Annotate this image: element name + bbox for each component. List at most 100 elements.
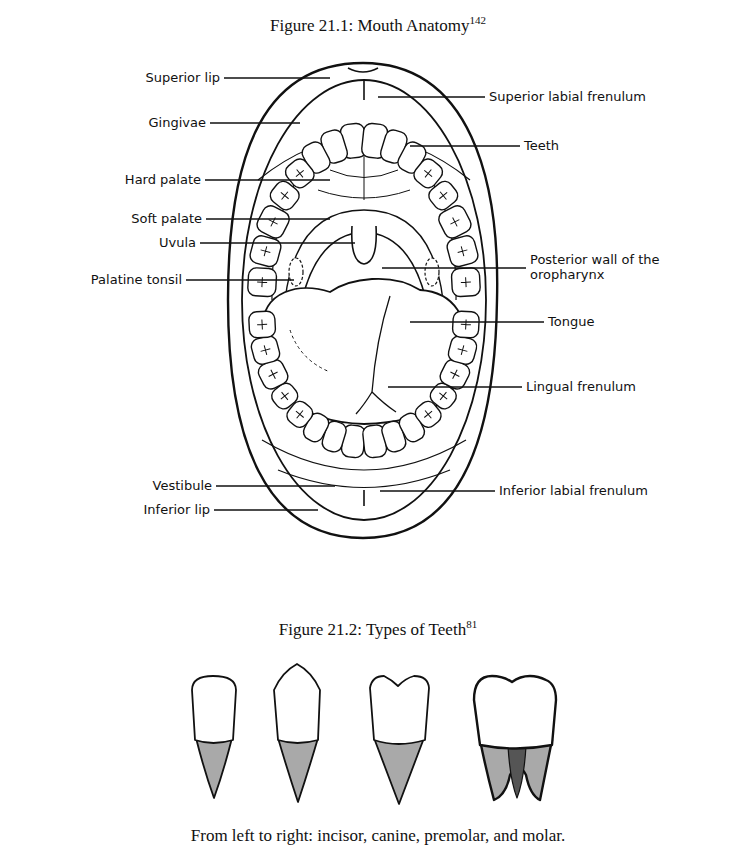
leader-line <box>378 96 485 97</box>
molar-root-gap <box>508 743 526 798</box>
teeth-types <box>192 664 556 804</box>
part-label: Tongue <box>548 315 594 330</box>
teeth-arches <box>247 123 480 459</box>
tooth <box>248 311 275 338</box>
reference-number: 81 <box>466 618 477 630</box>
leader-line <box>186 279 294 280</box>
palate-outline <box>272 140 456 300</box>
tooth-cusp <box>259 245 271 257</box>
leader-line <box>205 179 330 180</box>
figure-heading: Figure 21.2: Types of Teeth81 <box>0 620 756 640</box>
lip-outline <box>228 63 497 538</box>
tooth-cusp <box>293 407 307 421</box>
tooth-cusp <box>436 189 450 203</box>
palate-raphe <box>364 150 365 200</box>
tooth-cusp <box>259 344 271 356</box>
premolar-crown <box>370 676 429 744</box>
canine-crown <box>274 664 320 743</box>
mouth-drawing <box>228 63 497 538</box>
inferior-frenulum <box>363 490 365 506</box>
part-label: Superior labial frenulum <box>489 90 646 105</box>
tooth-cusp <box>421 407 435 421</box>
part-label: Vestibule <box>153 479 212 494</box>
leader-line <box>224 77 330 78</box>
part-label: Soft palate <box>131 212 202 227</box>
tooth-cusp <box>278 189 292 203</box>
part-label: Inferior lip <box>143 503 210 518</box>
tooth-crown <box>445 234 479 268</box>
tooth <box>254 203 292 241</box>
part-label: Teeth <box>524 139 559 154</box>
part-label: Posterior wall of the oropharynx <box>530 253 702 283</box>
tooth-cusp <box>461 319 472 330</box>
part-label: Lingual frenulum <box>526 380 636 395</box>
tooth-cusp <box>421 166 435 180</box>
tooth-crown <box>451 267 480 296</box>
tooth-cusp <box>461 277 472 288</box>
superior-frenulum <box>363 80 365 100</box>
palatine-tonsil <box>425 258 439 286</box>
canine-root <box>278 738 318 802</box>
tooth <box>447 334 479 366</box>
figure-title: Figure 21.1: Mouth Anatomy <box>270 16 469 35</box>
leader-line <box>382 267 526 268</box>
part-label: Palatine tonsil <box>91 273 182 288</box>
part-label: Hard palate <box>125 173 201 188</box>
lip-notch <box>348 68 378 72</box>
tooth <box>247 267 276 296</box>
tongue <box>262 279 466 424</box>
tooth-crown <box>452 311 479 338</box>
leader-line <box>200 242 355 243</box>
tooth-crown <box>247 267 276 296</box>
tooth-cusp <box>266 368 279 381</box>
tooth-cusp <box>266 215 279 228</box>
tooth-crown <box>436 203 474 241</box>
tooth-cusp <box>448 215 461 228</box>
reference-number: 142 <box>469 14 486 26</box>
leader-line <box>380 490 495 491</box>
lingual-frenulum <box>356 392 372 414</box>
tooth <box>436 203 474 241</box>
incisor-crown <box>192 676 236 743</box>
tooth-cusp <box>456 245 468 257</box>
tooth-cusp <box>257 319 268 330</box>
palatine-tonsil <box>289 258 303 286</box>
tooth-cusp <box>456 344 468 356</box>
leader-line <box>206 218 330 219</box>
leader-line <box>388 386 522 387</box>
part-label: Inferior labial frenulum <box>499 484 648 499</box>
molar-crown <box>474 676 556 749</box>
part-label: Gingivae <box>149 116 206 131</box>
tooth-cusp <box>436 389 450 403</box>
tooth-cusp <box>257 277 268 288</box>
tooth <box>445 234 479 268</box>
lingual-frenulum <box>372 392 396 412</box>
tooth <box>451 267 480 296</box>
part-label: Uvula <box>159 236 196 251</box>
tooth-cusp <box>448 368 461 381</box>
figure-caption: From left to right: incisor, canine, pre… <box>0 826 756 846</box>
tongue-groove <box>372 296 390 392</box>
leader-line <box>410 145 520 146</box>
leader-line <box>410 321 544 322</box>
leader-line <box>216 485 335 486</box>
tooth <box>248 234 282 268</box>
tooth-crown <box>248 311 275 338</box>
leader-line <box>214 509 318 510</box>
tongue-edge <box>290 330 330 372</box>
leader-line <box>210 122 300 123</box>
part-label: Superior lip <box>145 71 220 86</box>
tooth-crown <box>447 334 479 366</box>
leader-lines <box>186 78 544 510</box>
incisor-root <box>196 738 232 798</box>
tooth <box>452 311 479 338</box>
tooth <box>250 334 282 366</box>
figure-title: Figure 21.2: Types of Teeth <box>279 620 466 639</box>
vestibule-line <box>278 470 450 488</box>
tooth-crown <box>248 234 282 268</box>
tooth-crown <box>254 203 292 241</box>
tooth-crown <box>250 334 282 366</box>
figure-heading: Figure 21.1: Mouth Anatomy142 <box>0 16 756 36</box>
